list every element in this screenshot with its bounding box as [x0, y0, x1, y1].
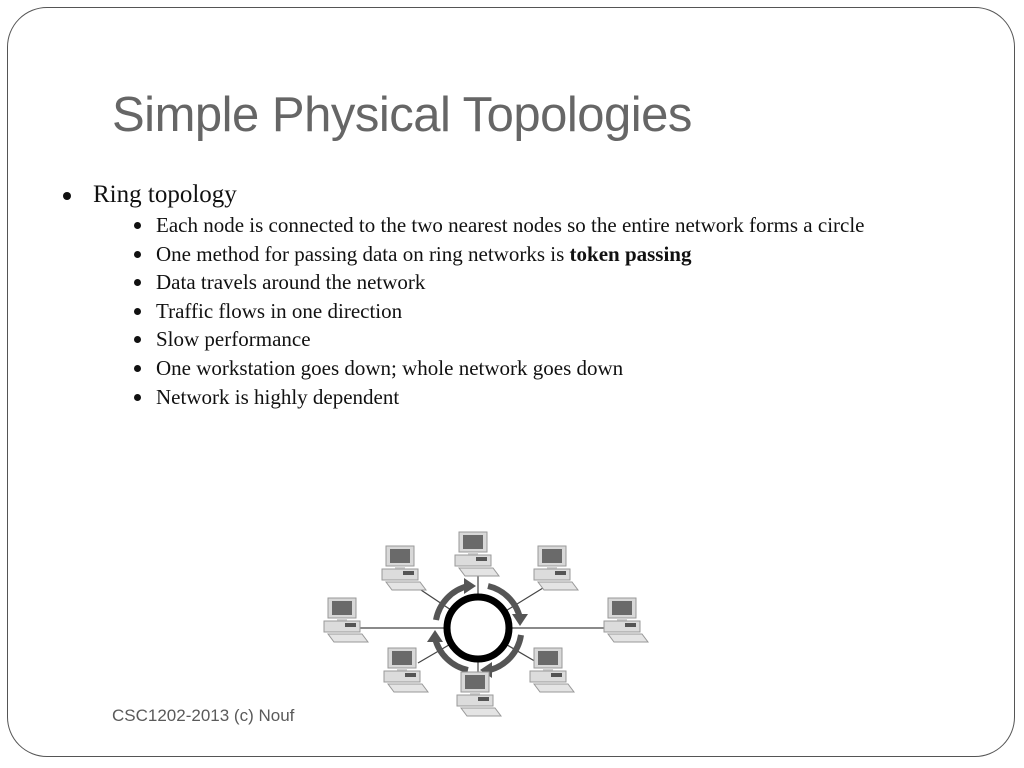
sub-bullet-text: Traffic flows in one direction: [156, 298, 403, 323]
sub-bullet: One workstation goes down; whole network…: [126, 354, 865, 383]
token-flow-arrows: [432, 583, 524, 673]
sub-bullet: Traffic flows in one direction: [126, 297, 865, 326]
bullet-dot-icon: [134, 279, 141, 287]
sub-bullet-text: One workstation goes down; whole network…: [156, 355, 624, 380]
slide-footer: CSC1202-2013 (c) Nouf: [112, 706, 295, 725]
bullet-dot-icon: [134, 336, 141, 344]
sub-bullet: Slow performance: [126, 325, 865, 354]
slide-title: Simple Physical Topologies: [112, 88, 692, 142]
sub-bullet-text: Slow performance: [156, 327, 311, 352]
sub-bullet-text: Network is highly dependent: [156, 384, 400, 409]
sub-bullet-text: Each node is connected to the two neares…: [156, 213, 865, 237]
ring-icon: [443, 593, 513, 663]
bullet-dot-icon: [134, 222, 141, 229]
sub-bullet: Each node is connected to the two neares…: [126, 211, 865, 240]
sub-bullet-text: Data travels around the network: [156, 270, 426, 295]
sub-bullet: One method for passing data on ring netw…: [126, 240, 865, 269]
slide-frame: [7, 7, 1015, 757]
ring-topology-diagram: [323, 531, 649, 717]
bullet-dot-icon: [63, 192, 71, 200]
bullet-dot-icon: [134, 250, 141, 258]
bullet-dot-icon: [134, 307, 141, 315]
bullet-list: Ring topology Each node is connected to …: [60, 178, 865, 411]
sub-bullet: Data travels around the network: [126, 268, 865, 297]
sub-bullet-bold-text: token passing: [569, 241, 692, 266]
bullet-dot-icon: [134, 393, 141, 401]
bullet-text: Ring topology: [93, 181, 237, 208]
sub-bullet: Network is highly dependent: [126, 383, 865, 412]
sub-bullet-list: Each node is connected to the two neares…: [93, 211, 865, 411]
bullet-dot-icon: [134, 364, 141, 372]
bullet-ring-topology: Ring topology Each node is connected to …: [60, 178, 865, 411]
sub-bullet-text: One method for passing data on ring netw…: [156, 241, 570, 266]
